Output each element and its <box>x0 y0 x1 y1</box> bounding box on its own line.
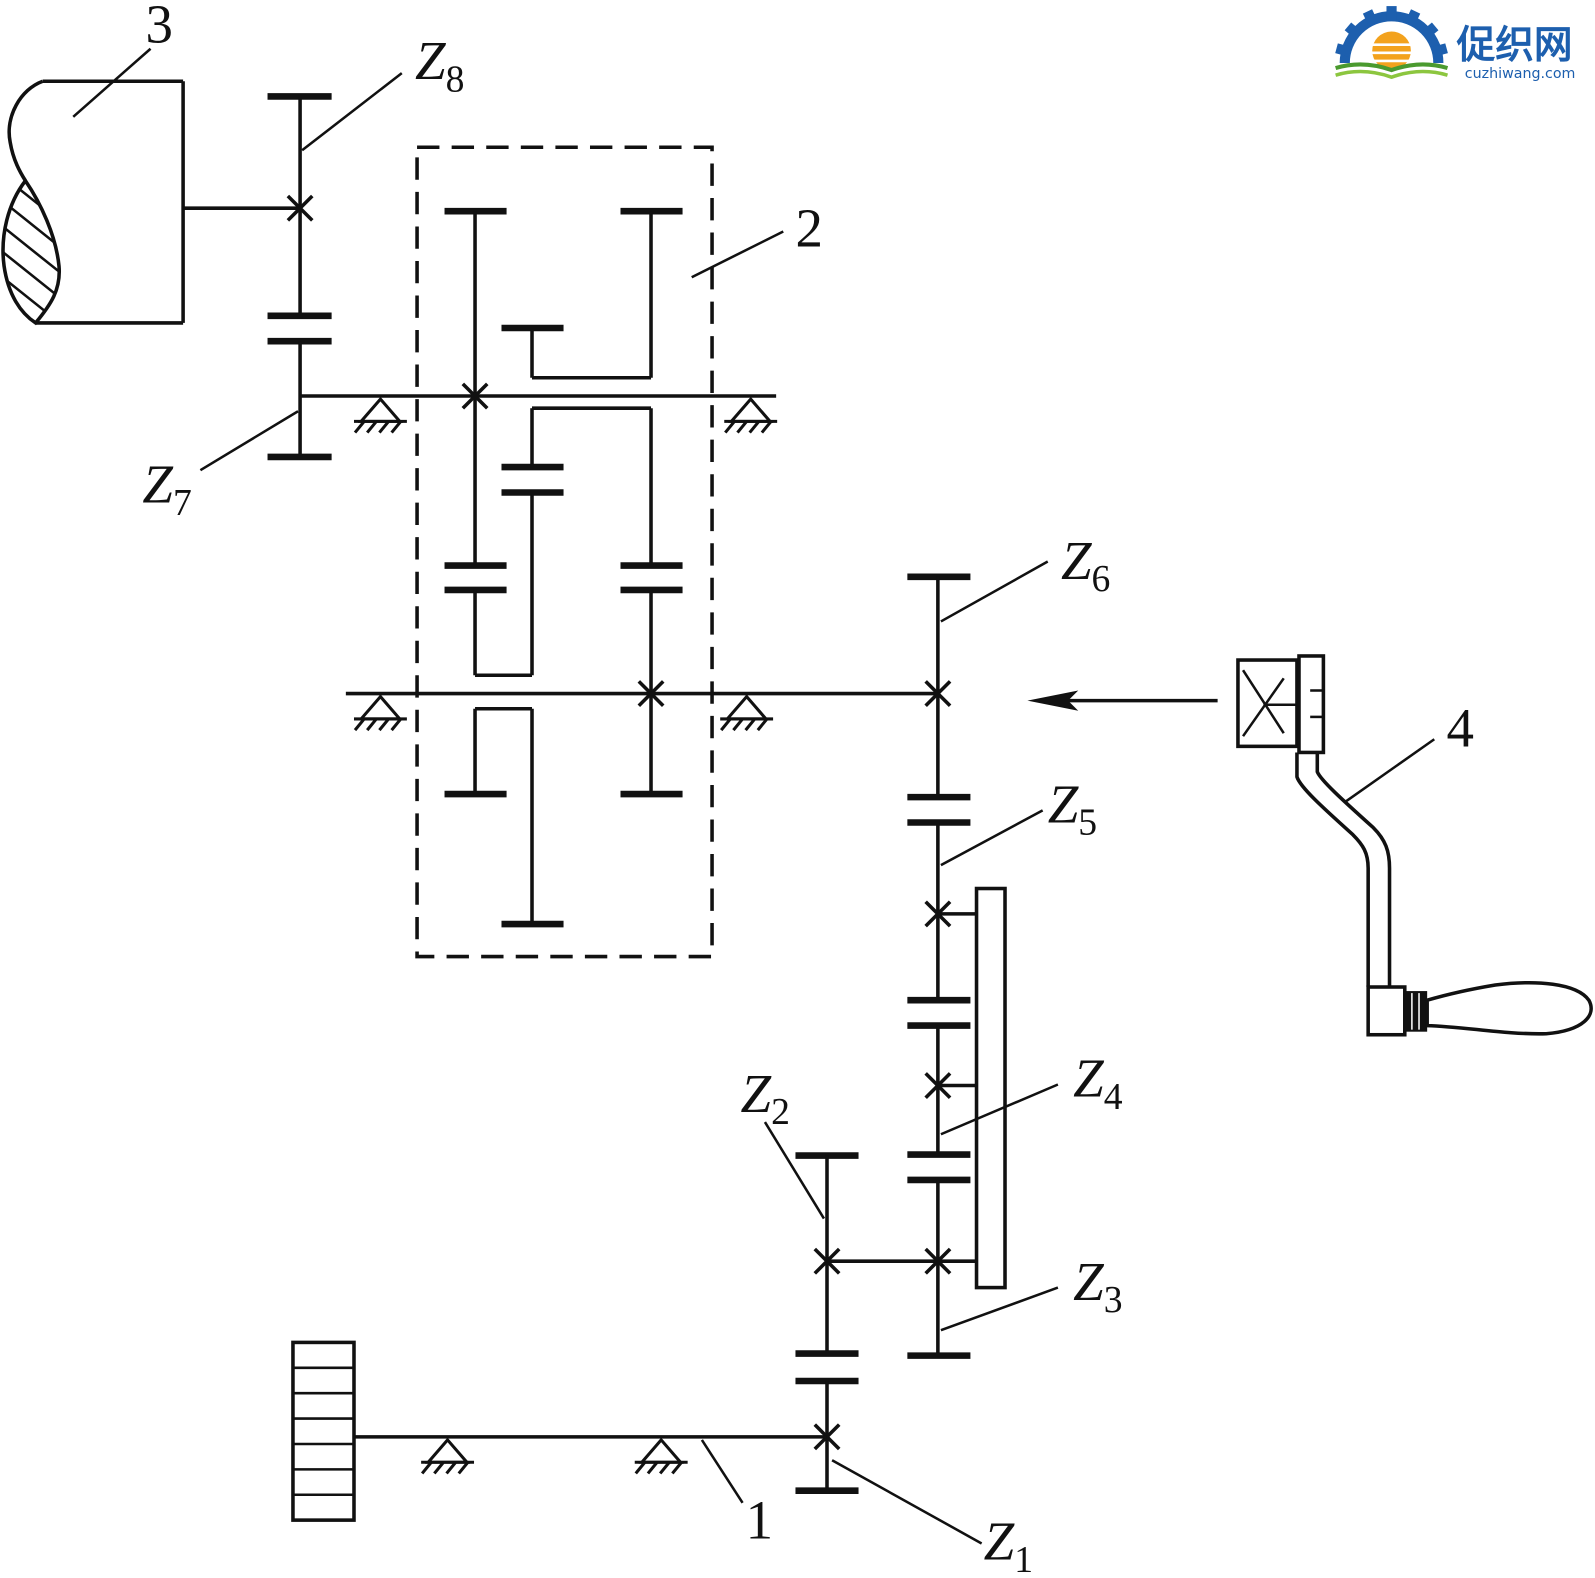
leader-z1 <box>831 1459 983 1545</box>
label-z6-symbol: Z <box>1061 530 1092 591</box>
hatch-line <box>3 232 60 316</box>
gear-pair-z2-z1: Z2 Z1 <box>741 1063 1033 1578</box>
leader-part-2 <box>691 230 784 279</box>
leader-z7 <box>199 410 299 472</box>
lower-shaft-bearing-right <box>718 695 775 732</box>
hatch-line <box>3 257 60 323</box>
workpiece-part-3: 3 <box>1 0 300 326</box>
leader-z6 <box>940 560 1049 623</box>
leader-z5 <box>940 809 1044 867</box>
site-logo: 促织网 cuzhiwang.com <box>1335 6 1575 82</box>
workpiece-section-hatch <box>3 180 60 323</box>
label-z3-index: 3 <box>1104 1279 1123 1321</box>
gear-book-icon <box>1335 6 1449 80</box>
hatch-line <box>3 207 60 291</box>
input-shaft-part-1: 1 <box>291 1340 827 1550</box>
crank-arm-inner <box>1315 752 1392 988</box>
workpiece-break-curve <box>7 79 44 182</box>
label-z8-index: 8 <box>446 58 465 100</box>
logo-gear-tooth <box>1362 9 1379 27</box>
upper-shaft-bearing-left <box>352 397 409 435</box>
knob-base <box>1366 985 1407 1037</box>
logo-name: 促织网 <box>1456 23 1573 68</box>
crank-handle-part-4: 4 <box>1236 654 1593 1037</box>
label-z3-symbol: Z <box>1073 1251 1104 1312</box>
rack-bar <box>974 886 1007 1290</box>
label-z2-index: 2 <box>771 1091 790 1133</box>
label-z3: Z3 <box>1073 1251 1122 1321</box>
logo-gear-tooth <box>1335 43 1352 57</box>
label-part-4: 4 <box>1446 697 1473 758</box>
lower-shaft-bearing-left <box>352 695 409 732</box>
label-z7-index: 7 <box>173 482 192 524</box>
label-z4-symbol: Z <box>1073 1048 1104 1109</box>
label-z6: Z6 <box>1061 530 1110 600</box>
logo-domain: cuzhiwang.com <box>1465 66 1576 82</box>
leader-z3 <box>940 1286 1059 1332</box>
leader-part-4 <box>1344 738 1436 804</box>
label-z5: Z5 <box>1048 774 1097 844</box>
gearbox-boundary <box>415 145 714 959</box>
leader-part-3 <box>72 47 152 118</box>
label-z7: Z7 <box>142 454 191 524</box>
leader-z2 <box>763 1121 826 1220</box>
hatch-line <box>3 180 60 240</box>
label-part-2: 2 <box>795 198 822 259</box>
logo-gear-tooth <box>1421 22 1439 40</box>
label-z4-index: 4 <box>1104 1076 1123 1118</box>
logo-gear-tooth <box>1344 22 1363 40</box>
handle-hub <box>1297 654 1326 755</box>
knob-collar <box>1404 991 1428 1032</box>
engagement-arrow <box>1027 690 1218 711</box>
label-z5-symbol: Z <box>1048 774 1079 835</box>
label-z2: Z2 <box>741 1063 790 1133</box>
label-z1-symbol: Z <box>984 1511 1015 1572</box>
label-part-3: 3 <box>145 0 172 55</box>
logo-gear-tooth <box>1386 6 1397 21</box>
clutch-mark <box>1242 677 1285 737</box>
hatch-line <box>3 181 60 266</box>
label-z8: Z8 <box>415 30 464 100</box>
input-shaft-bearing-left <box>419 1438 476 1475</box>
gearbox-part-2: 2 <box>415 145 823 959</box>
logo-book-page <box>1335 69 1449 80</box>
upper-shaft-bearing-right <box>722 397 779 435</box>
label-z1: Z1 <box>984 1511 1033 1578</box>
logo-gear-tooth <box>1405 9 1421 27</box>
label-z4: Z4 <box>1073 1048 1123 1118</box>
leader-z4 <box>940 1083 1059 1136</box>
leader-part-1 <box>700 1439 744 1504</box>
label-z1-index: 1 <box>1014 1539 1033 1578</box>
label-z8-symbol: Z <box>415 30 446 91</box>
gear-column-z6-z3: Z6 Z5 Z4 Z3 <box>907 530 1123 1359</box>
label-z2-symbol: Z <box>741 1063 772 1124</box>
crank-arm-outer <box>1295 752 1370 988</box>
logo-book-page <box>1335 62 1449 73</box>
arrow-head-icon <box>1027 690 1079 711</box>
input-shaft-bearing-right <box>633 1438 690 1475</box>
logo-gear-tooth <box>1431 43 1448 57</box>
workpiece-section-outline <box>1 177 62 326</box>
knob-grip <box>1425 980 1593 1036</box>
handle-clutch-box <box>1236 658 1299 749</box>
clutch-mark <box>1241 669 1285 734</box>
label-part-1: 1 <box>746 1489 773 1550</box>
gear-pair-z8-z7: Z8 Z7 <box>142 30 464 524</box>
label-z5-index: 5 <box>1078 802 1097 844</box>
label-z6-index: 6 <box>1092 558 1111 600</box>
handwheel <box>291 1340 356 1522</box>
leader-z8 <box>301 72 403 152</box>
label-z7-symbol: Z <box>142 454 173 515</box>
